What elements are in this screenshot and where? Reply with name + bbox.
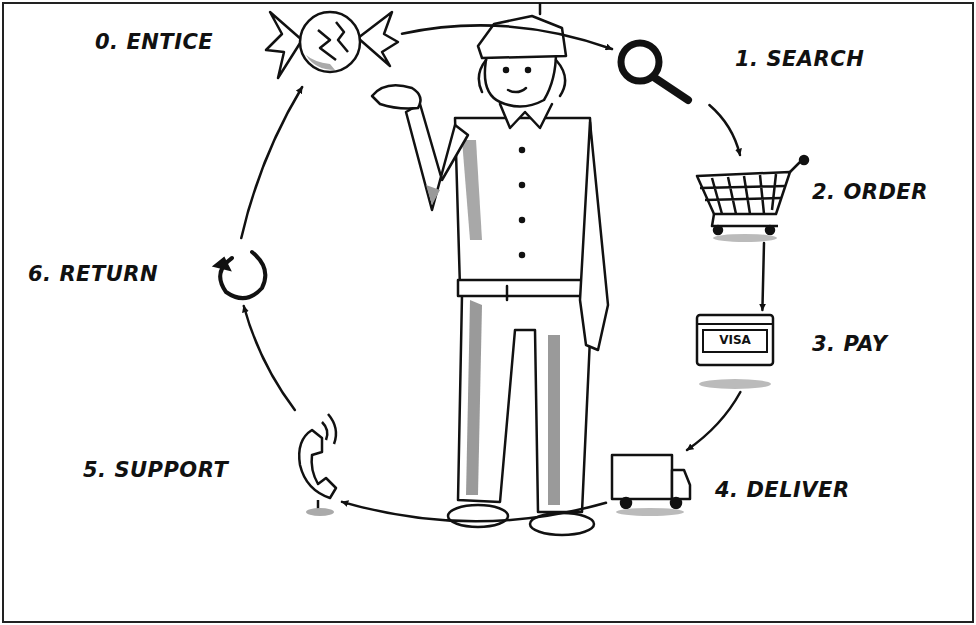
flow-arrow <box>762 243 764 310</box>
stage-label: 4. DELIVER <box>715 478 850 502</box>
flow-arrow <box>342 502 606 521</box>
return-icon <box>214 252 265 298</box>
cart-icon <box>697 156 808 242</box>
flow-arrow <box>241 87 302 238</box>
flow-arrow <box>402 25 612 49</box>
man-figure <box>372 4 608 535</box>
stage-label: 3. PAY <box>812 332 887 356</box>
credit-card-icon <box>697 315 773 389</box>
stage-node: 5. SUPPORT <box>80 410 342 522</box>
card-brand: VISA <box>703 333 767 347</box>
flow-arrow <box>687 392 740 450</box>
flow-arrow <box>709 105 740 155</box>
stage-node: 2. ORDER <box>692 155 932 243</box>
stage-label: 6. RETURN <box>28 262 158 286</box>
stage-node: 1. SEARCH <box>612 35 868 105</box>
stage-node: 0. ENTICE <box>90 5 402 87</box>
stage-label: 2. ORDER <box>812 180 928 204</box>
magnifier-icon <box>621 43 688 100</box>
stage-label: 5. SUPPORT <box>83 458 228 482</box>
stage-label: 1. SEARCH <box>735 47 864 71</box>
stage-node: 3. PAY <box>692 310 912 392</box>
phone-icon <box>299 414 336 516</box>
frame <box>3 3 973 622</box>
candy-icon <box>266 12 398 78</box>
stage-node: 4. DELIVER <box>606 450 876 516</box>
stage-label: 0. ENTICE <box>95 30 213 54</box>
flow-arrow <box>244 306 295 410</box>
stage-node: 6. RETURN <box>28 238 276 306</box>
truck-icon <box>612 455 690 516</box>
